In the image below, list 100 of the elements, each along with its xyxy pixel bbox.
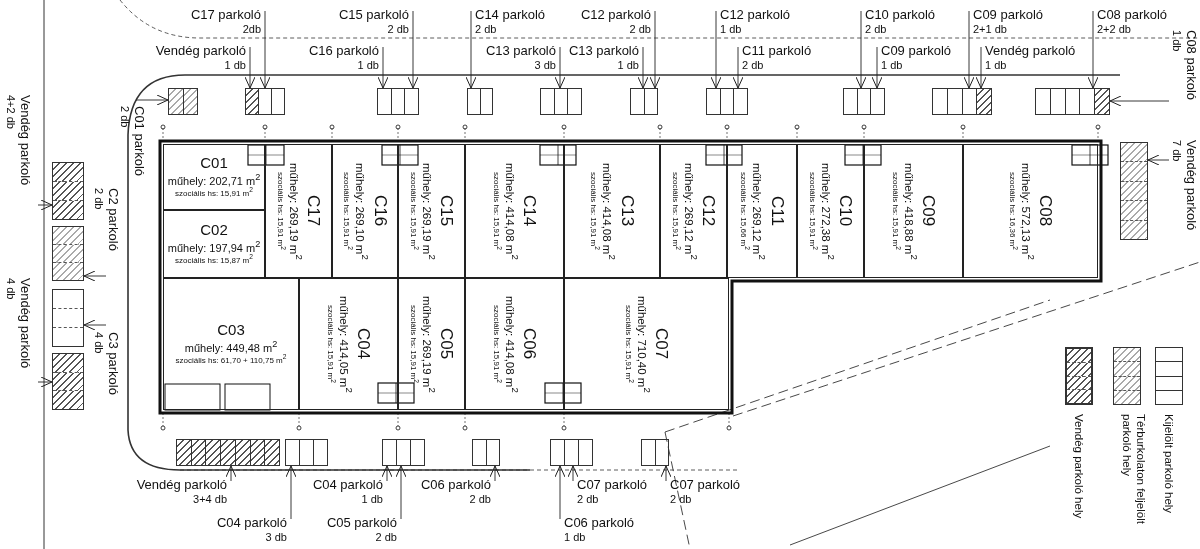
parking-label: C14 parkoló — [475, 8, 546, 23]
area-label: műhely: 449,48 m$^{2}$ — [184, 338, 278, 354]
space-count: 3 db — [533, 58, 556, 72]
unit-number: C02 — [200, 222, 228, 239]
parking-label: C09 parkoló — [881, 44, 952, 59]
parking-label: C12 parkoló — [720, 8, 791, 23]
parking-label: C04 parkoló — [216, 516, 287, 531]
parking-label: C17 parkoló — [190, 8, 261, 23]
parking-block — [285, 439, 328, 466]
space-count: 2 db — [118, 106, 131, 130]
space-count: 1 db — [356, 58, 379, 72]
parking-label: C11 parkoló — [742, 44, 812, 59]
space-count: 2 db — [475, 22, 498, 36]
parking-label: Vendég parkoló — [16, 278, 32, 369]
parking-label: C04 parkoló — [312, 478, 383, 493]
unit-room — [465, 278, 564, 410]
space-count: 2 db — [577, 492, 600, 506]
space-count: 2 db — [374, 530, 397, 544]
parking-label: C07 parkoló — [670, 478, 741, 493]
parking-block — [382, 439, 425, 466]
parking-label: C05 parkoló — [326, 516, 397, 531]
parking-label: Vendég parkoló — [16, 95, 32, 186]
unit-room — [564, 278, 729, 410]
parking-block — [843, 88, 885, 115]
unit-number: C10 — [835, 195, 855, 227]
space-count: 2 db — [468, 492, 491, 506]
space-count: 1 db — [223, 58, 246, 72]
unit-room — [299, 278, 398, 410]
parking-block — [176, 439, 280, 466]
parking-block — [472, 439, 500, 466]
space-count: 3+4 db — [192, 492, 227, 506]
space-count: 1 db — [881, 58, 904, 72]
parking-label: C3 parkoló — [104, 332, 120, 395]
space-count: 2 db — [92, 188, 105, 212]
space-count: 2 db — [670, 492, 693, 506]
unit-number: C01 — [200, 155, 228, 172]
unit-room — [727, 144, 797, 278]
unit-room — [332, 144, 398, 278]
space-count: 7 db — [1170, 140, 1183, 164]
parking-label: C08 parkoló — [1182, 30, 1198, 101]
space-count: 2 db — [742, 58, 765, 72]
social-area-label: szociális hs: 61,70 + 110,75 m$^{2}$ — [175, 353, 287, 366]
unit-room — [660, 144, 727, 278]
parking-block — [52, 353, 84, 410]
unit-number: C09 — [918, 195, 938, 227]
space-count: 2 db — [865, 22, 888, 36]
parking-block — [550, 439, 593, 466]
legend-label: Vendég parkoló hely — [1071, 414, 1085, 521]
parking-block — [540, 88, 582, 115]
space-count: 2 db — [386, 22, 409, 36]
space-count: 1 db — [616, 58, 639, 72]
space-count: 1 db — [1170, 30, 1183, 54]
unit-room — [163, 210, 265, 278]
parking-label: C13 parkoló — [485, 44, 556, 59]
space-count: 4 db — [4, 278, 17, 302]
unit-number: C13 — [617, 195, 636, 227]
unit-number: C16 — [370, 195, 389, 227]
parking-label: C2 parkoló — [104, 188, 120, 251]
parking-block — [1120, 142, 1148, 240]
space-count: 3 db — [264, 530, 287, 544]
unit-number: C12 — [698, 195, 718, 227]
parking-block — [1035, 88, 1110, 115]
parking-block — [168, 88, 198, 115]
parking-block — [52, 162, 84, 220]
space-count: 1 db — [564, 530, 587, 544]
parking-label: C06 parkoló — [564, 516, 635, 531]
unit-number: C08 — [1035, 195, 1055, 227]
unit-number: C07 — [651, 328, 671, 360]
unit-room — [398, 278, 465, 410]
space-count: 2 db — [628, 22, 651, 36]
parking-block — [932, 88, 992, 115]
legend-label: Térburkolaton feljelölt parkoló hely — [1119, 414, 1147, 526]
unit-number: C11 — [767, 196, 786, 226]
parking-block — [641, 439, 669, 466]
parking-block — [245, 88, 285, 115]
parking-label: C16 parkoló — [308, 44, 379, 59]
parking-block — [630, 88, 658, 115]
space-count: 2+2 db — [1097, 22, 1132, 36]
parking-block — [377, 88, 419, 115]
parking-label: C08 parkoló — [1097, 8, 1168, 23]
space-count: 4+2 db — [4, 95, 17, 131]
unit-room — [797, 144, 864, 278]
space-count: 1 db — [985, 58, 1008, 72]
social-area-label: szociális hs: 15,87 m$^{2}$ — [175, 253, 253, 266]
unit-number: C03 — [217, 322, 245, 339]
unit-room — [564, 144, 660, 278]
parking-label: C10 parkoló — [865, 8, 936, 23]
space-count: 2db — [241, 22, 261, 36]
area-label: műhely: 202,71 m$^{2}$ — [167, 171, 261, 187]
parking-label: C01 parkoló — [130, 106, 146, 177]
parking-block — [52, 226, 84, 281]
parking-block — [467, 88, 493, 115]
area-label: műhely: 197,94 m$^{2}$ — [167, 238, 261, 254]
parking-label: Vendég parkoló — [985, 44, 1076, 59]
parking-label: C09 parkoló — [973, 8, 1044, 23]
unit-number: C17 — [303, 195, 323, 227]
unit-room — [864, 144, 963, 278]
unit-room — [465, 144, 564, 278]
parking-block — [706, 88, 748, 115]
space-count: 2+1 db — [973, 22, 1008, 36]
